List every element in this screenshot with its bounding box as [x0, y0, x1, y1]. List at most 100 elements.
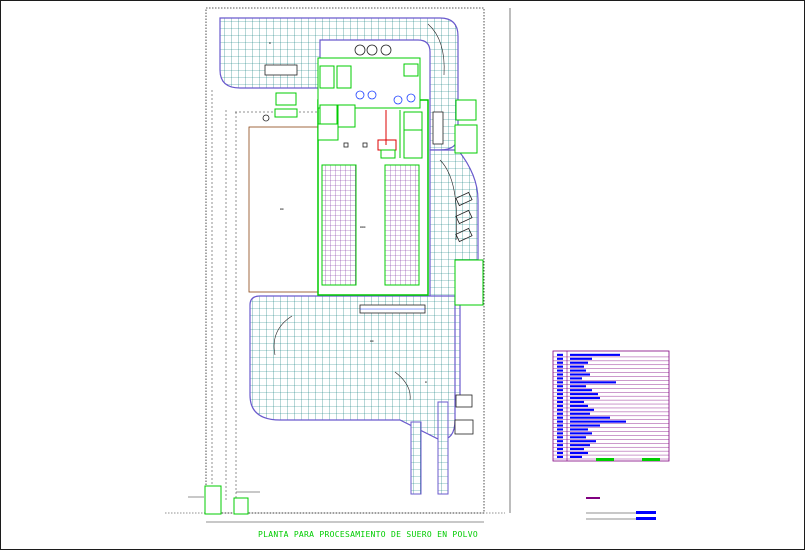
legend-key	[557, 404, 563, 407]
silo-6	[393, 95, 403, 105]
circulation-arrow	[439, 159, 457, 241]
scale-note	[586, 497, 656, 520]
parking-shelter	[275, 92, 297, 106]
legend-entry	[570, 373, 590, 376]
legend-entry	[570, 385, 586, 388]
legend-key	[557, 408, 563, 411]
legend-key	[557, 451, 563, 455]
column-marker	[362, 142, 368, 148]
legend-key	[557, 389, 563, 392]
silo-4	[355, 90, 365, 100]
legend-entry	[570, 408, 594, 411]
legend-entry	[570, 404, 588, 407]
legend-entry	[570, 428, 588, 431]
legend-entry	[570, 432, 592, 435]
truck-bay	[454, 259, 484, 306]
truck-lane-2	[437, 401, 449, 495]
legend-key	[557, 424, 563, 427]
legend-key	[557, 428, 563, 431]
legend-entry	[570, 455, 582, 458]
tank-room-2	[336, 65, 352, 89]
legend-key	[557, 400, 563, 404]
gate-post-1	[204, 485, 222, 515]
legend-entry	[570, 365, 584, 368]
parked-truck	[455, 191, 473, 207]
legend-entry	[570, 357, 592, 360]
legend-entry	[570, 396, 600, 400]
silo-7	[406, 93, 416, 103]
electrical-room	[317, 123, 339, 141]
legend-key	[557, 357, 563, 360]
scale-platform	[455, 394, 473, 408]
guard-house	[264, 64, 298, 76]
silo-1	[354, 44, 366, 56]
legend-entry	[570, 381, 616, 384]
silo-5	[367, 90, 377, 100]
scale-box	[454, 419, 474, 435]
parked-truck	[455, 209, 473, 225]
paved-area-top	[219, 17, 459, 151]
legend-key	[557, 432, 563, 435]
legend-footer-swatch	[596, 458, 614, 461]
legend-entry	[570, 412, 590, 415]
legend-key	[557, 369, 563, 372]
legend-entry	[570, 448, 584, 451]
pipe-rack	[377, 139, 397, 151]
pipe-rack-green	[380, 149, 396, 159]
legend-key	[557, 412, 563, 415]
scale-house	[274, 108, 298, 118]
circulation-arrow	[427, 23, 445, 76]
legend-entry	[570, 436, 586, 439]
legend-key	[557, 455, 563, 458]
control-unit	[403, 63, 419, 77]
warehouse-block	[248, 126, 322, 293]
right-ramp	[432, 111, 444, 145]
legend-table	[552, 350, 670, 462]
office-room	[337, 104, 356, 128]
legend-entry	[570, 420, 626, 423]
drying-hall-left	[321, 164, 357, 286]
right-gatehouse	[455, 99, 477, 121]
legend-entry	[570, 361, 588, 364]
tank-room-1	[319, 65, 335, 89]
silo-3	[380, 44, 392, 56]
legend-key	[557, 393, 563, 396]
gate-post-2	[233, 497, 249, 515]
legend-entry	[570, 424, 600, 427]
legend-key	[557, 381, 563, 384]
water-tank	[262, 114, 270, 122]
circulation-arrow	[273, 315, 293, 356]
drawing-title: PLANTA PARA PROCESAMIENTO DE SUERO EN PO…	[258, 530, 479, 539]
area-tag: ▬	[269, 41, 271, 45]
paved-area-bottom	[249, 295, 456, 441]
legend-key	[557, 396, 563, 400]
right-building	[454, 124, 478, 154]
silo-2	[366, 44, 378, 56]
column-marker	[343, 142, 349, 148]
central-hall-label: ▬▬▬	[360, 225, 366, 229]
legend-entry	[570, 451, 588, 455]
legend-entry	[570, 377, 582, 380]
legend-entry	[570, 444, 590, 447]
legend-key	[557, 420, 563, 423]
truck-lane-1	[410, 421, 422, 495]
parked-truck	[455, 227, 473, 243]
circulation-arrow	[394, 371, 411, 401]
area-tag: ▬	[425, 380, 427, 384]
legend-entry	[570, 389, 592, 392]
process-room	[317, 57, 421, 109]
legend-entry	[570, 353, 620, 356]
legend-key	[557, 444, 563, 447]
legend-footer-swatch	[642, 458, 660, 461]
legend-key	[557, 373, 563, 376]
legend-key	[557, 353, 563, 356]
storage-room	[403, 129, 423, 159]
area-tag: ▬▬	[370, 339, 374, 343]
drying-hall-right	[384, 164, 420, 286]
legend-entry	[570, 369, 586, 372]
legend-key	[557, 377, 563, 380]
legend-entry	[570, 400, 584, 404]
legend-key	[557, 385, 563, 388]
legend-key	[557, 436, 563, 439]
